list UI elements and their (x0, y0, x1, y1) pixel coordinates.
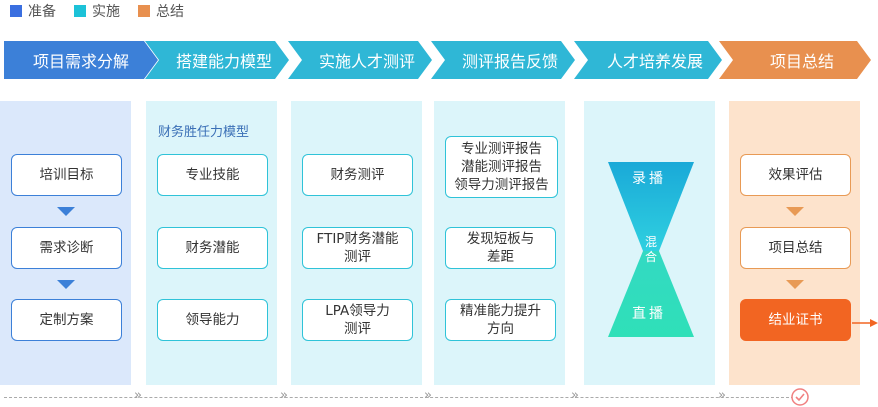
legend-swatch-summary (138, 5, 150, 17)
chevron-right-icon: » (718, 388, 726, 403)
stage-report-feedback: 测评报告反馈 (431, 41, 575, 79)
box-label: 需求诊断 (39, 240, 94, 256)
hourglass-bottom-label: 直播 (632, 306, 666, 322)
box-graduation-certificate: 结业证书 (740, 299, 851, 341)
hourglass-bottom (608, 251, 694, 337)
box-label: 发现短板与 差距 (466, 231, 535, 265)
timeline-line (4, 397, 794, 398)
box-ftip-assessment: FTIP财务潜能 测评 (302, 227, 413, 269)
chevron-right-icon: » (571, 388, 579, 403)
box-label: LPA领导力 测评 (325, 303, 390, 337)
column-summary: 效果评估 项目总结 结业证书 (729, 101, 860, 385)
box-assessment-reports: 专业测评报告 潜能测评报告 领导力测评报告 (445, 136, 558, 198)
box-label: 培训目标 (39, 167, 94, 183)
check-circle-icon (791, 388, 809, 406)
box-improvement-direction: 精准能力提升 方向 (445, 299, 556, 341)
box-label: 财务测评 (330, 167, 385, 183)
stage-talent-development: 人才培养发展 (574, 41, 722, 79)
column-report-feedback: 专业测评报告 潜能测评报告 领导力测评报告 发现短板与 差距 精准能力提升 方向 (434, 101, 565, 385)
box-label: FTIP财务潜能 测评 (316, 231, 399, 265)
box-leadership: 领导能力 (157, 299, 268, 341)
arrow-down-icon (786, 280, 804, 289)
legend-item-summary: 总结 (138, 1, 184, 21)
column-requirement: 培训目标 需求诊断 定制方案 (0, 101, 131, 385)
chevron-right-icon: » (280, 388, 288, 403)
box-lpa-assessment: LPA领导力 测评 (302, 299, 413, 341)
arrow-down-icon (57, 280, 75, 289)
column-title: 财务胜任力模型 (158, 125, 250, 140)
hourglass-top (608, 162, 694, 251)
box-label: 专业测评报告 潜能测评报告 领导力测评报告 (454, 141, 549, 193)
legend-swatch-implement (74, 5, 86, 17)
box-label: 结业证书 (768, 312, 823, 328)
box-training-goal: 培训目标 (11, 154, 122, 196)
hourglass-top-label: 录播 (632, 171, 666, 187)
box-label: 精准能力提升 方向 (460, 303, 541, 337)
column-assessment: 财务测评 FTIP财务潜能 测评 LPA领导力 测评 (291, 101, 422, 385)
box-project-summary: 项目总结 (740, 227, 851, 269)
arrow-down-icon (57, 207, 75, 216)
box-effect-evaluation: 效果评估 (740, 154, 851, 196)
stage-talent-assessment: 实施人才测评 (288, 41, 432, 79)
column-competency-model: 财务胜任力模型 专业技能 财务潜能 领导能力 (146, 101, 277, 385)
legend-swatch-prepare (10, 5, 22, 17)
legend-item-implement: 实施 (74, 1, 120, 21)
column-development: 录播 混 合 直播 (584, 101, 715, 385)
legend-label: 准备 (28, 4, 56, 20)
box-label: 专业技能 (185, 167, 240, 183)
arrow-right-icon (852, 319, 878, 327)
box-label: 效果评估 (768, 167, 823, 183)
stage-build-model: 搭建能力模型 (145, 41, 289, 79)
legend-label: 实施 (92, 4, 120, 20)
box-label: 项目总结 (768, 240, 823, 256)
stage-project-summary: 项目总结 (719, 41, 871, 79)
box-label: 财务潜能 (185, 240, 240, 256)
stage-requirement-breakdown: 项目需求分解 (4, 41, 158, 79)
box-custom-plan: 定制方案 (11, 299, 122, 341)
hourglass-diagram (608, 162, 694, 337)
box-find-gaps: 发现短板与 差距 (445, 227, 556, 269)
box-label: 定制方案 (39, 312, 94, 328)
legend-item-prepare: 准备 (10, 1, 56, 21)
box-professional-skill: 专业技能 (157, 154, 268, 196)
hourglass-middle-label: 混 合 (644, 235, 657, 264)
chevron-right-icon: » (134, 388, 142, 403)
box-needs-diagnosis: 需求诊断 (11, 227, 122, 269)
box-financial-assessment: 财务测评 (302, 154, 413, 196)
box-financial-potential: 财务潜能 (157, 227, 268, 269)
box-label: 领导能力 (185, 312, 240, 328)
chevron-right-icon: » (424, 388, 432, 403)
legend: 准备 实施 总结 (10, 1, 184, 21)
arrow-down-icon (786, 207, 804, 216)
legend-label: 总结 (156, 4, 184, 20)
